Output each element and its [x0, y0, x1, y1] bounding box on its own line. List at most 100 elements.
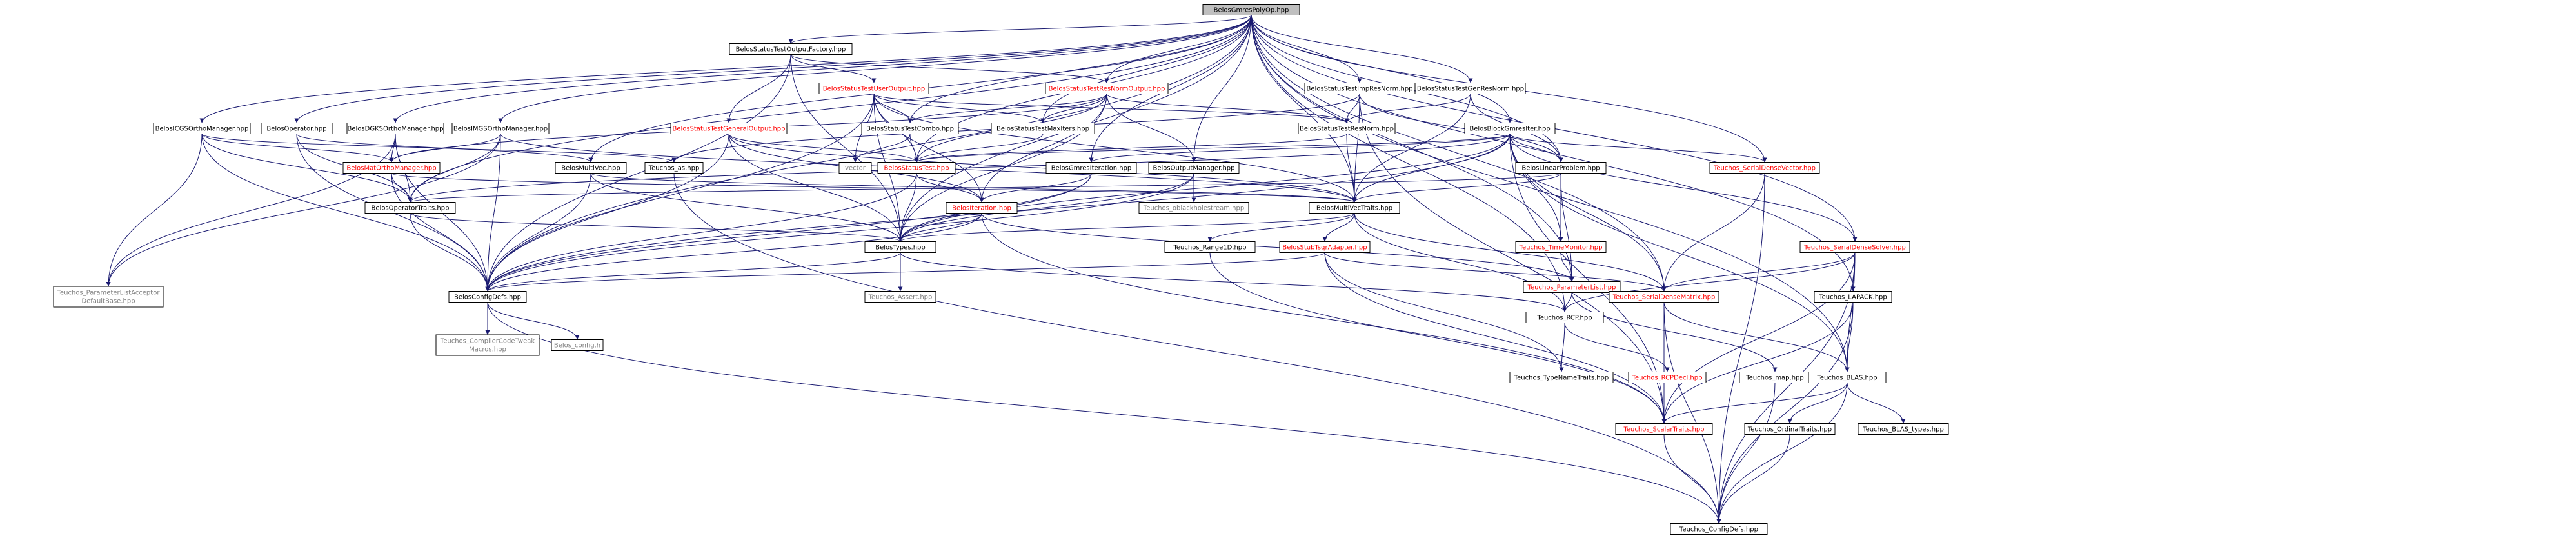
edge-resnormout-to-belostypes: [898, 94, 1107, 242]
edge-resnormout-to-maxiters: [1040, 94, 1107, 123]
node-useroutput[interactable]: BelosStatusTestUserOutput.hpp: [818, 83, 929, 94]
node-configdefs[interactable]: BelosConfigDefs.hpp: [448, 291, 527, 303]
node-genout[interactable]: BelosStatusTestGeneralOutput.hpp: [670, 123, 788, 134]
node-mvtraits[interactable]: BelosMultiVecTraits.hpp: [1309, 202, 1400, 214]
node-resnormout[interactable]: BelosStatusTestResNormOutput.hpp: [1045, 83, 1169, 94]
node-label: BelosStatusTestResNorm.hpp: [1300, 126, 1394, 133]
edge-root-to-mvtraits: [1251, 15, 1357, 203]
edge-densematrix-to-tconfigdefs: [1663, 302, 1721, 524]
node-densesolver[interactable]: Teuchos_SerialDenseSolver.hpp: [1799, 241, 1910, 253]
node-blastypes[interactable]: Teuchos_BLAS_types.hpp: [1858, 423, 1949, 435]
node-box: [644, 162, 704, 174]
node-lapack[interactable]: Teuchos_LAPACK.hpp: [1814, 291, 1892, 303]
node-densematrix[interactable]: Teuchos_SerialDenseMatrix.hpp: [1609, 291, 1719, 303]
node-tmap[interactable]: Teuchos_map.hpp: [1739, 372, 1811, 383]
node-imgs[interactable]: BelosIMGSOrthoManager.hpp: [451, 123, 550, 134]
node-rcpdecl[interactable]: Teuchos_RCPDecl.hpp: [1628, 372, 1707, 383]
node-belostypes[interactable]: BelosTypes.hpp: [864, 241, 936, 253]
edge-range1d-to-scalartraits: [1209, 252, 1667, 424]
node-multivec[interactable]: BelosMultiVec.hpp: [555, 162, 627, 174]
node-ordinaltraits[interactable]: Teuchos_OrdinalTraits.hpp: [1744, 423, 1836, 435]
node-scalartraits[interactable]: Teuchos_ScalarTraits.hpp: [1615, 423, 1713, 435]
node-tconfigdefs[interactable]: Teuchos_ConfigDefs.hpp: [1670, 523, 1768, 535]
node-statustest[interactable]: BelosStatusTest.hpp: [877, 162, 956, 174]
edge-resnormout-to-iteration: [979, 94, 1107, 203]
node-belosop[interactable]: BelosOperator.hpp: [261, 123, 333, 134]
edge-root-to-configdefs: [485, 15, 1252, 292]
edge-blockgmres-to-scalartraits: [1509, 134, 1667, 424]
edge-matortho-to-mvtraits: [391, 173, 1357, 203]
node-optraits[interactable]: BelosOperatorTraits.hpp: [364, 202, 456, 214]
edge-layer: [106, 15, 1906, 524]
node-outfactory[interactable]: BelosStatusTestOutputFactory.hpp: [729, 43, 853, 55]
node-label: BelosIteration.hpp: [952, 205, 1011, 212]
edge-blas-to-blastypes: [1847, 383, 1906, 424]
node-icgs[interactable]: BelosICGSOrthoManager.hpp: [153, 123, 251, 134]
node-resnorm[interactable]: BelosStatusTestResNorm.hpp: [1298, 123, 1396, 134]
node-label: BelosStatusTestCombo.hpp: [866, 126, 954, 133]
node-dgks[interactable]: BelosDGKSOrthoManager.hpp: [346, 123, 444, 134]
edge-blockgmres-to-gmresiter: [1089, 134, 1511, 163]
node-label: BelosStatusTestResNormOutput.hpp: [1049, 86, 1165, 93]
node-label: BelosGmresIteration.hpp: [1051, 165, 1132, 172]
node-paramlist[interactable]: Teuchos_ParameterList.hpp: [1523, 281, 1621, 293]
node-matortho[interactable]: BelosMatOrthoManager.hpp: [342, 162, 441, 174]
edge-root-to-outmanager: [1191, 15, 1252, 163]
node-box: [261, 123, 333, 134]
node-linprob[interactable]: BelosLinearProblem.hpp: [1515, 162, 1607, 174]
node-maxiters[interactable]: BelosStatusTestMaxIters.hpp: [991, 123, 1095, 134]
edge-statustest-to-iteration: [916, 173, 984, 203]
node-box: [1609, 291, 1719, 303]
node-typenametraits[interactable]: Teuchos_TypeNameTraits.hpp: [1509, 372, 1614, 383]
edge-rcp-to-typenametraits: [1559, 323, 1565, 372]
node-teuchosas[interactable]: Teuchos_as.hpp: [644, 162, 704, 174]
edge-root-to-icgs: [199, 15, 1252, 123]
node-range1d[interactable]: Teuchos_Range1D.hpp: [1164, 241, 1256, 253]
edge-mvtraits-to-stubtsqr: [1322, 213, 1355, 242]
node-outmanager[interactable]: BelosOutputManager.hpp: [1148, 162, 1240, 174]
edge-mvtraits-to-rcp: [1354, 213, 1567, 312]
node-label: Teuchos_ParameterList.hpp: [1527, 284, 1616, 292]
node-oblackhole[interactable]: Teuchos_oblackholestream.hpp: [1138, 202, 1249, 214]
node-blockgmres[interactable]: BelosBlockGmresIter.hpp: [1464, 123, 1556, 134]
edge-mvtraits-to-range1d: [1207, 213, 1355, 242]
node-root[interactable]: BelosGmresPolyOp.hpp: [1202, 4, 1300, 15]
edge-icgs-to-placcept: [106, 134, 203, 287]
node-label: BelosStatusTestOutputFactory.hpp: [736, 46, 846, 54]
node-label: Teuchos_Range1D.hpp: [1173, 245, 1246, 252]
node-box: [838, 162, 872, 174]
node-iteration[interactable]: BelosIteration.hpp: [946, 202, 1018, 214]
node-label: Teuchos_ConfigDefs.hpp: [1679, 526, 1758, 534]
edge-outfactory-to-belostypes: [790, 54, 903, 242]
edge-optraits-to-belostypes: [410, 213, 903, 242]
node-stubtsqr[interactable]: BelosStubTsqrAdapter.hpp: [1279, 241, 1371, 253]
node-rcp[interactable]: Teuchos_RCP.hpp: [1525, 312, 1604, 323]
node-serialdensevec[interactable]: Teuchos_SerialDenseVector.hpp: [1709, 162, 1820, 174]
edge-root-to-genresnorm: [1251, 15, 1473, 83]
node-box: [1138, 202, 1249, 214]
node-label: Teuchos_SerialDenseSolver.hpp: [1803, 245, 1906, 252]
edge-impresnorm-to-scalartraits: [1359, 94, 1667, 424]
node-box: [448, 291, 527, 303]
node-vector[interactable]: vector: [838, 162, 872, 174]
edge-timemon-to-paramlist: [1560, 252, 1574, 282]
node-tasset[interactable]: Teuchos_Assert.hpp: [864, 291, 936, 303]
edge-maxiters-to-statustest: [914, 134, 1044, 163]
node-belosconfig[interactable]: Belos_config.h: [551, 339, 604, 351]
edge-densesolver-to-rcp: [1562, 252, 1856, 312]
edge-root-to-outfactory: [788, 15, 1252, 44]
edge-imgs-to-matortho: [389, 134, 501, 163]
node-combo[interactable]: BelosStatusTestCombo.hpp: [861, 123, 959, 134]
edge-imgs-to-placcept: [106, 134, 501, 287]
node-box: [1148, 162, 1240, 174]
node-gmresiter[interactable]: BelosGmresIteration.hpp: [1045, 162, 1137, 174]
node-box: [1670, 523, 1768, 535]
node-impresnorm[interactable]: BelosStatusTestImpResNorm.hpp: [1304, 83, 1415, 94]
node-timemon[interactable]: Teuchos_TimeMonitor.hpp: [1515, 241, 1607, 253]
node-genresnorm[interactable]: BelosStatusTestGenResNorm.hpp: [1415, 83, 1526, 94]
edge-root-to-resnormout: [1104, 15, 1252, 83]
node-label: BelosStatusTestMaxIters.hpp: [996, 126, 1089, 133]
node-blas[interactable]: Teuchos_BLAS.hpp: [1808, 372, 1887, 383]
